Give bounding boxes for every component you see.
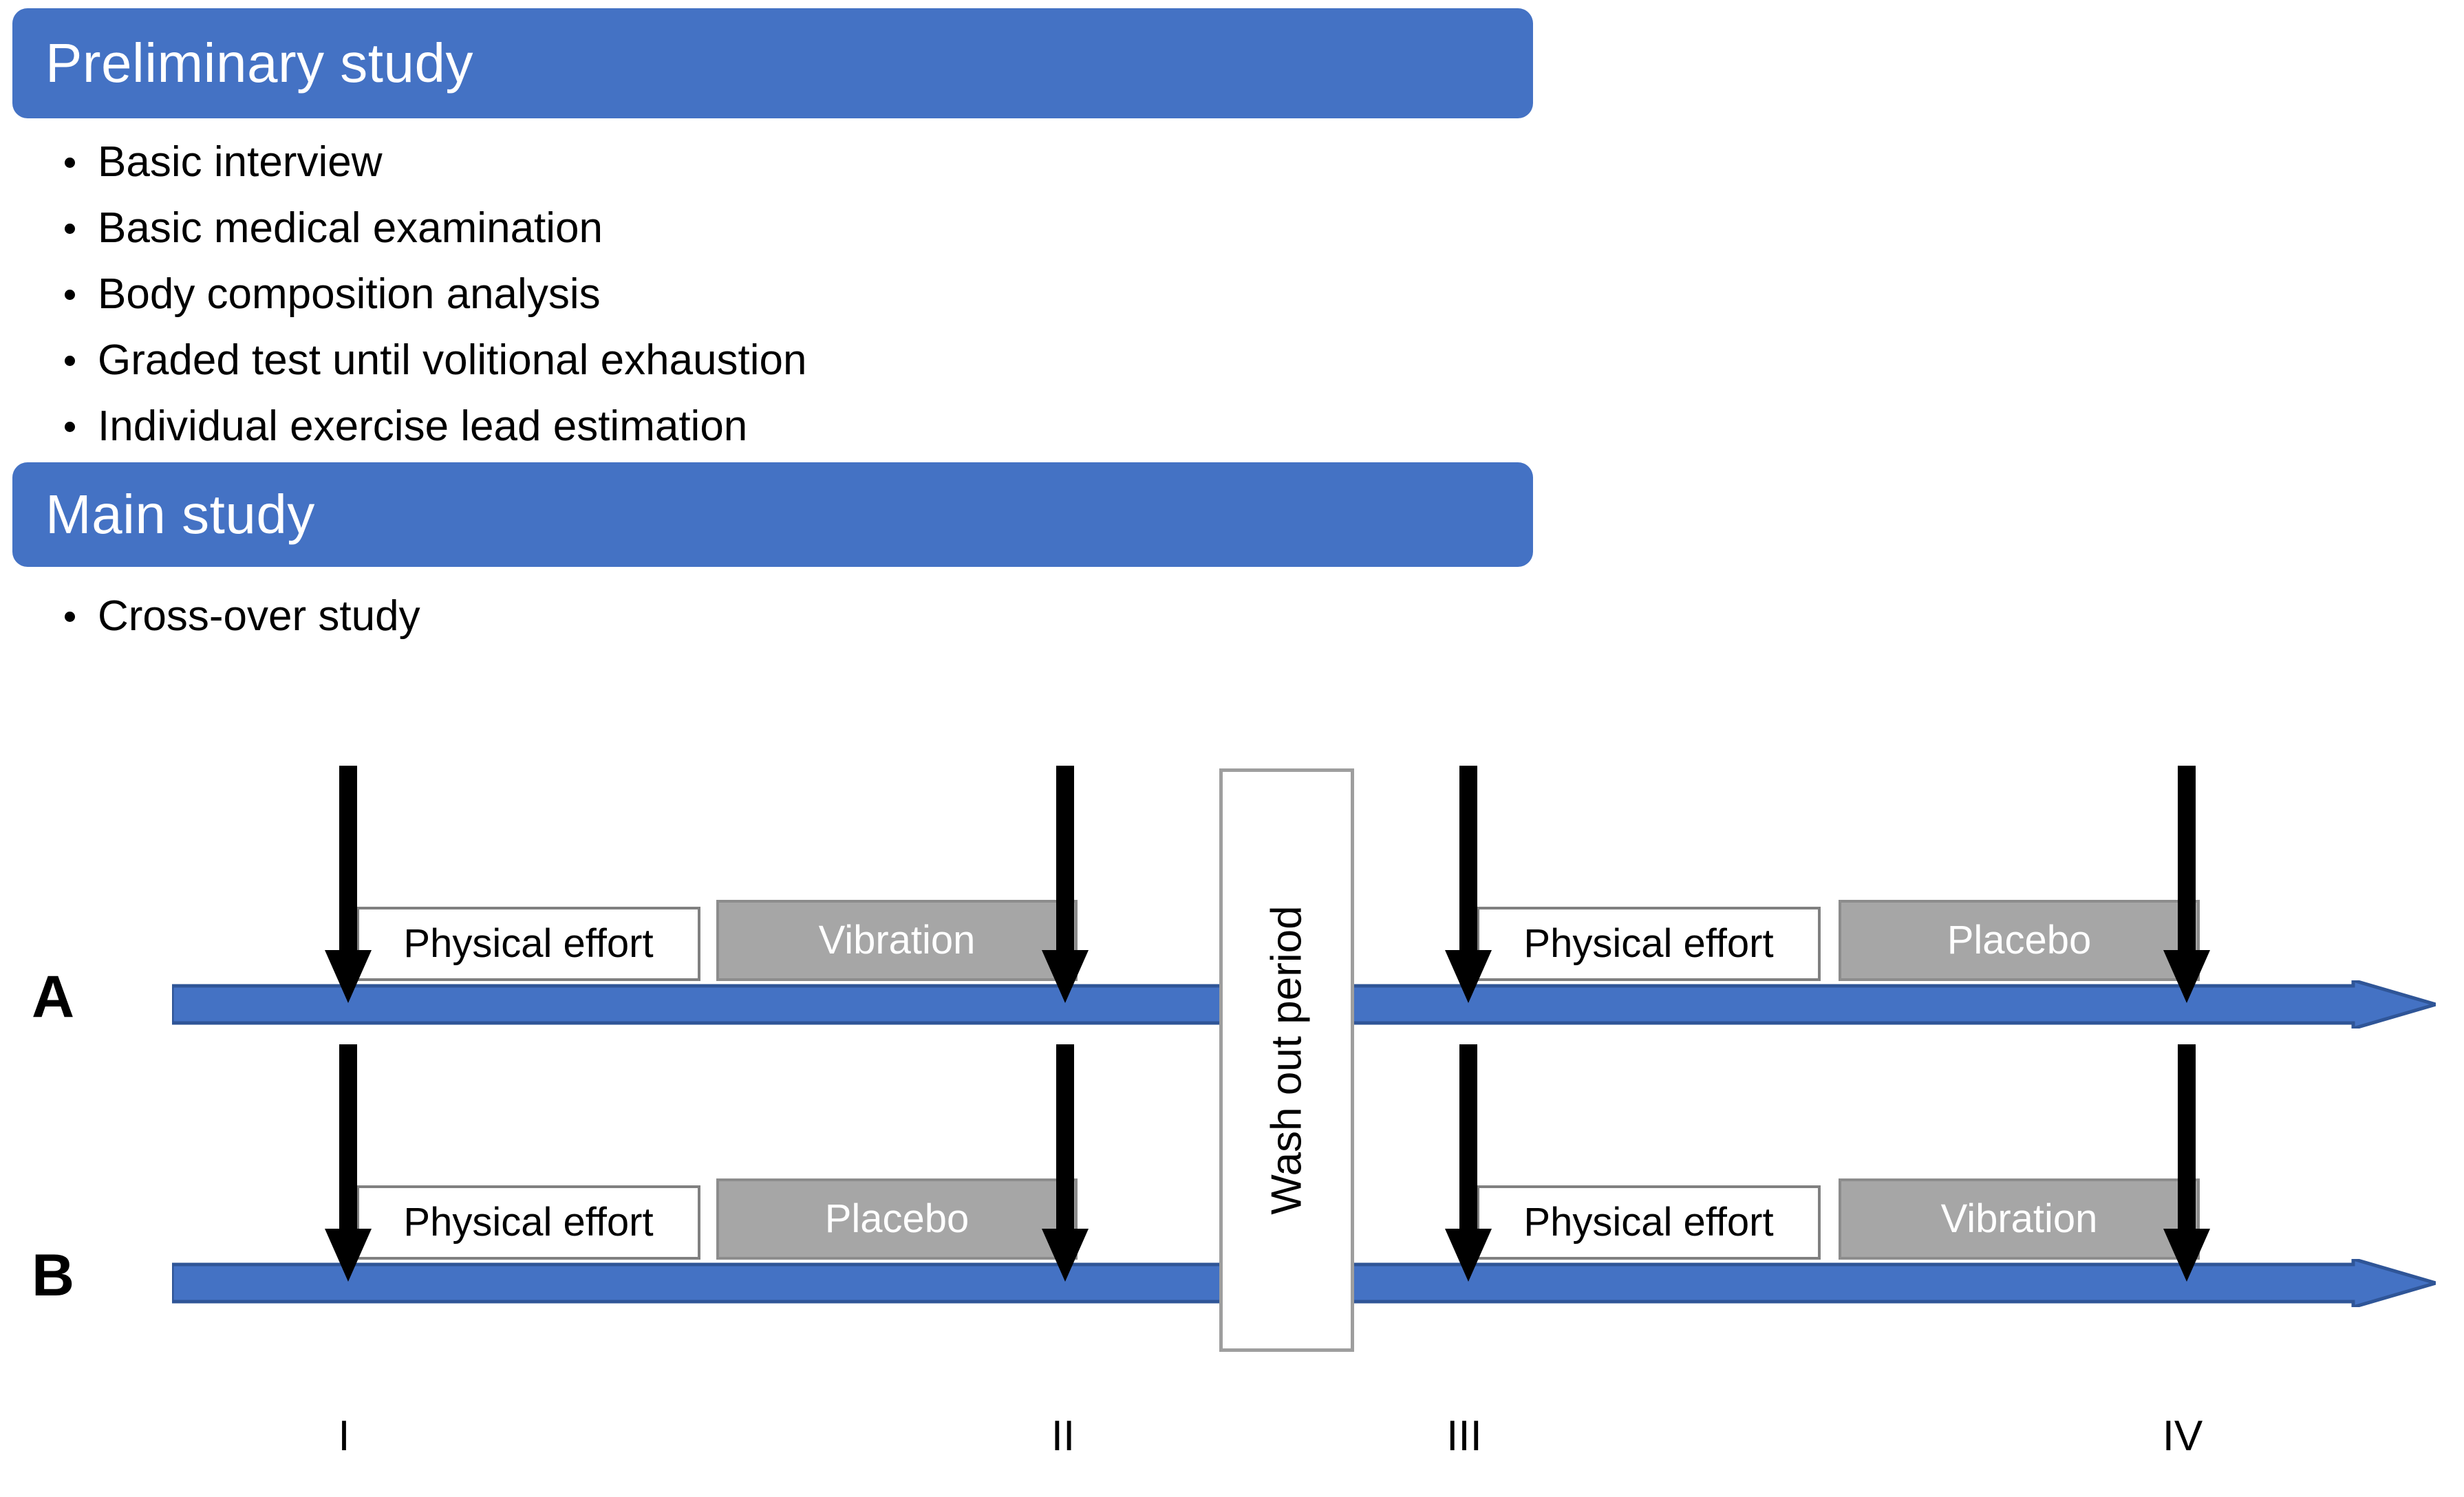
timepoint-label-1: I — [338, 1412, 350, 1460]
arrow-down-icon — [325, 1044, 372, 1282]
arrow-down-icon — [1042, 1044, 1089, 1282]
list-item-label: Graded test until volitional exhaustion — [98, 336, 807, 384]
arrow-down-icon — [1445, 766, 1492, 1003]
row-a-period1-treatment-box: Vibration — [716, 900, 1078, 981]
main-study-bullet-list: Cross-over study — [55, 583, 420, 649]
row-b-period1-effort-box: Physical effort — [356, 1185, 700, 1260]
list-item-label: Individual exercise lead estimation — [98, 402, 748, 450]
timepoint-label-3: III — [1446, 1412, 1482, 1460]
list-item: Body composition analysis — [55, 261, 807, 327]
washout-period-box: Wash out period — [1219, 768, 1354, 1352]
arrow-down-icon — [1445, 1044, 1492, 1282]
segment-label: Physical effort — [1523, 1200, 1774, 1245]
segment-label: Physical effort — [403, 1200, 654, 1245]
measurement-arrow-a-3 — [1445, 766, 1492, 1003]
main-study-banner: Main study — [12, 462, 1533, 567]
segment-label: Vibration — [1940, 1196, 2098, 1241]
list-item: Individual exercise lead estimation — [55, 394, 807, 460]
list-item-label: Basic medical examination — [98, 204, 603, 252]
segment-label: Physical effort — [1523, 921, 1774, 966]
bullet-dot-icon — [65, 422, 75, 432]
measurement-arrow-b-2 — [1042, 1044, 1089, 1282]
bullet-dot-icon — [65, 612, 75, 622]
timepoint-label-4: IV — [2162, 1412, 2203, 1460]
arrow-down-icon — [325, 766, 372, 1003]
list-item-label: Cross-over study — [98, 592, 420, 640]
arrow-down-icon — [2163, 1044, 2210, 1282]
bullet-dot-icon — [65, 224, 75, 234]
arrow-down-icon — [2163, 766, 2210, 1003]
list-item: Graded test until volitional exhaustion — [55, 327, 807, 394]
main-study-title: Main study — [45, 484, 315, 545]
bullet-dot-icon — [65, 356, 75, 366]
measurement-arrow-b-3 — [1445, 1044, 1492, 1282]
segment-label: Placebo — [1947, 918, 2092, 962]
measurement-arrow-a-4 — [2163, 766, 2210, 1003]
list-item-label: Body composition analysis — [98, 270, 601, 318]
bullet-dot-icon — [65, 158, 75, 168]
list-item-label: Basic interview — [98, 138, 383, 186]
list-item: Basic interview — [55, 129, 807, 195]
preliminary-study-bullet-list: Basic interview Basic medical examinatio… — [55, 129, 807, 460]
row-b-period2-effort-box: Physical effort — [1477, 1185, 1821, 1260]
measurement-arrow-b-1 — [325, 1044, 372, 1282]
list-item: Cross-over study — [55, 583, 420, 649]
timepoint-label-2: II — [1051, 1412, 1075, 1460]
preliminary-study-banner: Preliminary study — [12, 8, 1533, 118]
measurement-arrow-b-4 — [2163, 1044, 2210, 1282]
measurement-arrow-a-1 — [325, 766, 372, 1003]
measurement-arrow-a-2 — [1042, 766, 1089, 1003]
arrow-down-icon — [1042, 766, 1089, 1003]
row-b-period1-treatment-box: Placebo — [716, 1178, 1078, 1260]
segment-label: Placebo — [824, 1196, 969, 1241]
row-a-period2-effort-box: Physical effort — [1477, 907, 1821, 981]
row-label-b: B — [32, 1242, 75, 1308]
segment-label: Vibration — [818, 918, 976, 962]
row-a-period1-effort-box: Physical effort — [356, 907, 700, 981]
row-a-period2-treatment-box: Placebo — [1839, 900, 2200, 981]
washout-period-label: Wash out period — [1263, 905, 1311, 1215]
list-item: Basic medical examination — [55, 195, 807, 261]
preliminary-study-title: Preliminary study — [45, 32, 474, 94]
row-b-period2-treatment-box: Vibration — [1839, 1178, 2200, 1260]
segment-label: Physical effort — [403, 921, 654, 966]
bullet-dot-icon — [65, 290, 75, 300]
row-label-a: A — [32, 964, 75, 1030]
